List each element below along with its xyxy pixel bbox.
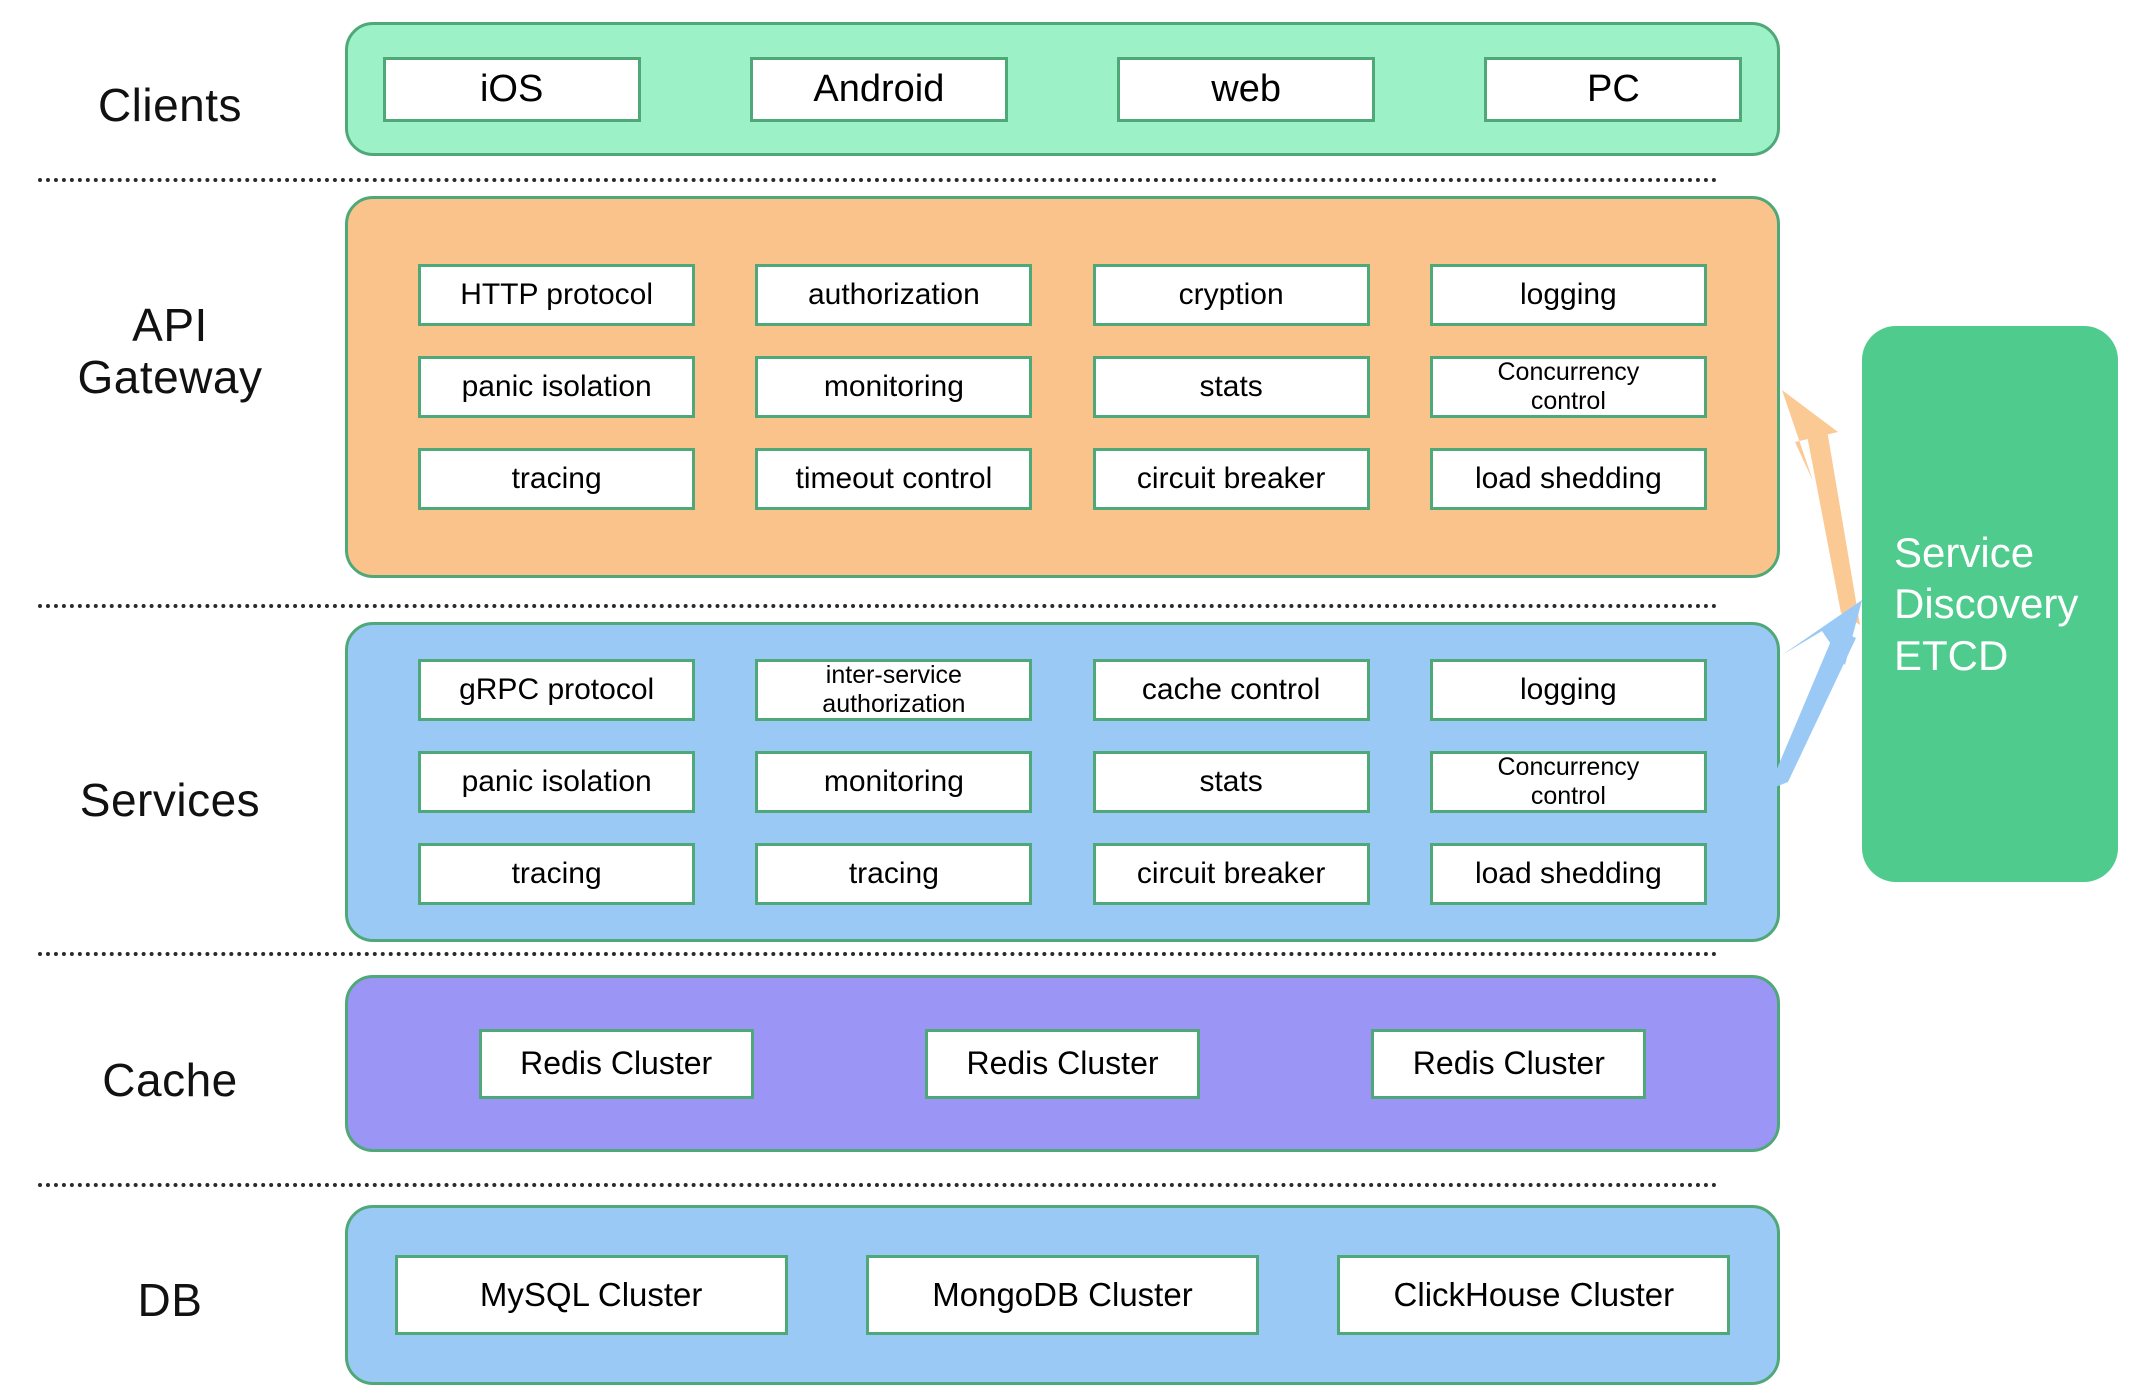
service-inter-service-authorization[interactable]: inter-service authorization [755,659,1033,721]
service-grpc-protocol[interactable]: gRPC protocol [418,659,696,721]
service-cache-control[interactable]: cache control [1092,659,1370,721]
arrow-etcd-to-gateway [1782,390,1860,625]
client-web[interactable]: web [1117,56,1376,122]
cache-cell-grid: Redis Cluster Redis Cluster Redis Cluste… [348,978,1777,1149]
gateway-timeout-control[interactable]: timeout control [755,448,1033,510]
service-monitoring[interactable]: monitoring [755,751,1033,813]
separator-gateway-services [38,604,1718,608]
row-label-cache: Cache [102,1054,238,1106]
gateway-logging[interactable]: logging [1429,264,1707,326]
gateway-load-shedding[interactable]: load shedding [1429,448,1707,510]
clients-cell-grid: iOS Android web PC [348,25,1777,153]
gateway-http-protocol[interactable]: HTTP protocol [418,264,696,326]
services-cell-grid: gRPC protocol inter-service authorizatio… [348,625,1777,939]
service-load-shedding[interactable]: load shedding [1429,843,1707,905]
client-android[interactable]: Android [749,56,1008,122]
separator-clients-gateway [38,178,1718,182]
service-panic-isolation[interactable]: panic isolation [418,751,696,813]
gateway-authorization[interactable]: authorization [755,264,1033,326]
service-stats[interactable]: stats [1092,751,1370,813]
band-services: gRPC protocol inter-service authorizatio… [345,622,1780,942]
gateway-cell-grid: HTTP protocol authorization cryption log… [348,199,1777,575]
gateway-panic-isolation[interactable]: panic isolation [418,356,696,418]
db-clickhouse-cluster[interactable]: ClickHouse Cluster [1337,1255,1731,1335]
band-cache: Redis Cluster Redis Cluster Redis Cluste… [345,975,1780,1152]
service-concurrency-control[interactable]: Concurrency control [1429,751,1707,813]
service-tracing-2[interactable]: tracing [755,843,1033,905]
client-ios[interactable]: iOS [382,56,641,122]
cache-redis-cluster-3[interactable]: Redis Cluster [1371,1028,1647,1099]
client-pc[interactable]: PC [1484,56,1743,122]
service-discovery-etcd-label: Service Discovery ETCD [1894,529,2079,679]
row-label-db: DB [137,1274,203,1326]
cache-redis-cluster-2[interactable]: Redis Cluster [924,1028,1200,1099]
band-db: MySQL Cluster MongoDB Cluster ClickHouse… [345,1205,1780,1385]
db-mysql-cluster[interactable]: MySQL Cluster [394,1255,788,1335]
db-mongodb-cluster[interactable]: MongoDB Cluster [865,1255,1259,1335]
separator-cache-db [38,1183,1718,1187]
gateway-concurrency-control[interactable]: Concurrency control [1429,356,1707,418]
row-label-services: Services [79,774,261,826]
gateway-circuit-breaker[interactable]: circuit breaker [1092,448,1370,510]
service-logging[interactable]: logging [1429,659,1707,721]
band-clients: iOS Android web PC [345,22,1780,156]
service-circuit-breaker[interactable]: circuit breaker [1092,843,1370,905]
gateway-monitoring[interactable]: monitoring [755,356,1033,418]
db-cell-grid: MySQL Cluster MongoDB Cluster ClickHouse… [348,1208,1777,1382]
service-discovery-etcd-node[interactable]: Service Discovery ETCD [1862,326,2118,882]
separator-services-cache [38,952,1718,956]
gateway-stats[interactable]: stats [1092,356,1370,418]
gateway-tracing[interactable]: tracing [418,448,696,510]
row-label-api-gateway: API Gateway [77,299,263,403]
service-tracing-1[interactable]: tracing [418,843,696,905]
row-label-clients: Clients [97,79,243,131]
arrow-services-to-etcd [1768,600,1862,790]
cache-redis-cluster-1[interactable]: Redis Cluster [478,1028,754,1099]
gateway-cryption[interactable]: cryption [1092,264,1370,326]
band-api-gateway: HTTP protocol authorization cryption log… [345,196,1780,578]
